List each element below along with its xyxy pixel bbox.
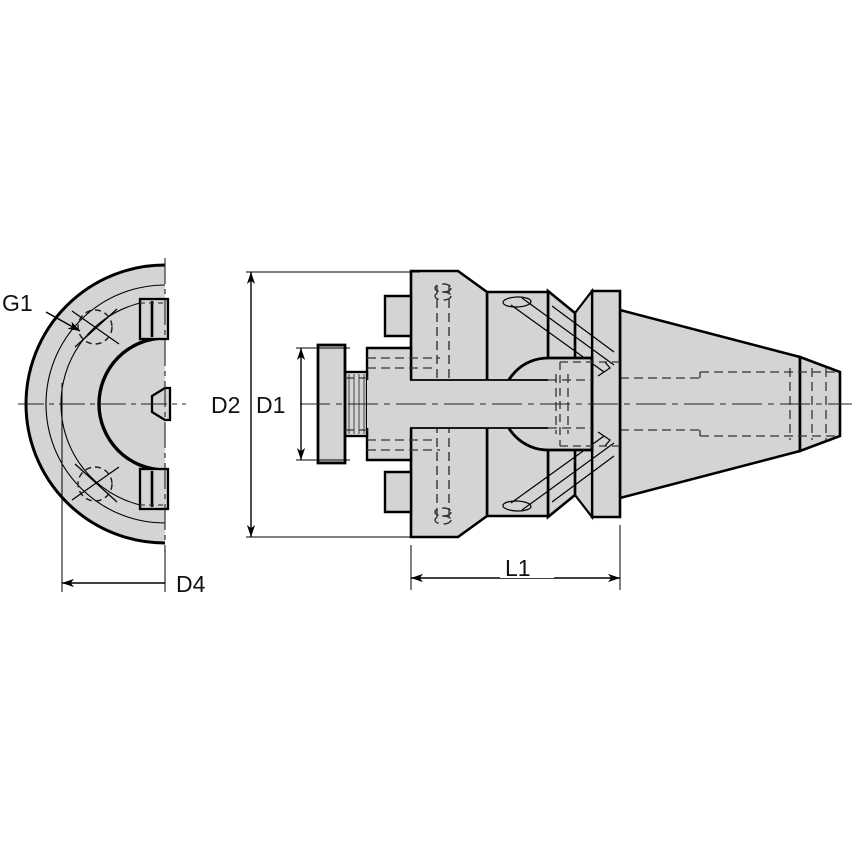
side-view	[300, 269, 852, 539]
pilot-hidden-lines	[345, 357, 440, 451]
mounting-hole-lower-circle	[77, 466, 113, 502]
drive-key-upper	[383, 294, 413, 338]
drive-key-lower	[383, 470, 413, 514]
mounting-hole-upper-center-b	[74, 308, 118, 348]
dimension-D4: D4	[61, 383, 230, 597]
G1-leader-line	[45, 311, 81, 332]
bore-edge	[97, 336, 166, 472]
dimension-D1: D1	[256, 347, 350, 461]
L1-label: L1	[505, 555, 531, 581]
central-bore-outline	[410, 379, 548, 429]
D1-label: D1	[256, 392, 285, 418]
dimension-G1: G1	[2, 290, 81, 332]
end-view	[18, 258, 186, 552]
drive-slot-lower	[138, 467, 170, 511]
mounting-hole-lower-center-a	[71, 466, 120, 501]
recess-arc	[45, 284, 166, 524]
D4-label-mask	[172, 568, 230, 594]
flange-bolt-holes-hidden	[434, 283, 452, 525]
D4-label: D4	[176, 571, 206, 597]
mounting-hole-lower-center-b	[74, 463, 118, 503]
L1-label-mask	[500, 552, 554, 578]
D2-label: D2	[211, 392, 240, 418]
dimension-L1: L1	[410, 525, 621, 590]
dimension-D2: D2	[211, 271, 420, 538]
clamp-washer-disc	[316, 343, 347, 465]
flange-outer-disc-fill	[26, 265, 165, 543]
G1-label: G1	[2, 290, 33, 316]
mounting-hole-lower	[71, 463, 120, 503]
drive-slot-upper	[138, 297, 170, 341]
mounting-hole-upper-center-a	[71, 310, 120, 345]
